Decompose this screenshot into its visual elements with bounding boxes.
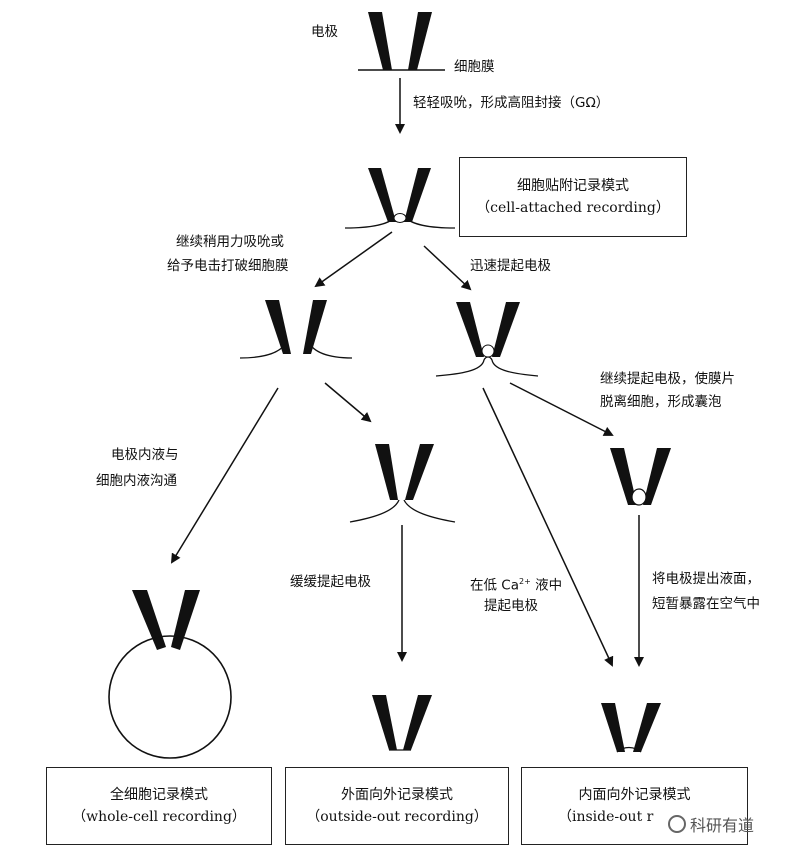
box-whole-cell: 全细胞记录模式 （whole-cell recording） — [46, 767, 272, 845]
label-slow-lift: 缓缓提起电极 — [290, 574, 371, 590]
electrode-outside-out — [372, 695, 432, 751]
label-low-calcium-2: 提起电极 — [484, 598, 538, 614]
arrow-to-whole-cell — [170, 387, 279, 564]
label-electrode: 电极 — [311, 24, 338, 40]
electrode-broken-membrane — [239, 300, 353, 359]
label-low-calcium: 在低 Ca2+ 液中 — [470, 577, 563, 594]
box-outside-out: 外面向外记录模式 （outside-out recording） — [285, 767, 509, 845]
label-gentle-suction: 轻轻吸吮，形成高阻封接（GΩ） — [413, 95, 610, 111]
whole-cell-title: 全细胞记录模式 — [110, 787, 208, 803]
electrode-vesicle — [610, 448, 671, 506]
label-break-2: 给予电击打破细胞膜 — [167, 258, 289, 274]
watermark-text: 科研有道 — [690, 816, 755, 835]
label-air-2: 短暂暴露在空气中 — [652, 596, 760, 612]
whole-cell-subtitle: （whole-cell recording） — [72, 809, 246, 825]
electrode-outside-out-forming — [349, 444, 456, 523]
cell-attached-subtitle: （cell-attached recording） — [476, 200, 670, 216]
label-fluid-1: 电极内液与 — [111, 447, 179, 463]
label-lift-fast: 迅速提起电极 — [470, 258, 551, 274]
watermark: 科研有道 — [668, 812, 754, 836]
wechat-icon — [668, 815, 686, 833]
box-inside-out: 内面向外记录模式 （inside-out r — [521, 767, 748, 845]
electrode-inside-out — [601, 703, 661, 753]
box-cell-attached: 细胞贴附记录模式 （cell-attached recording） — [459, 157, 687, 237]
whole-cell-figure — [108, 590, 232, 759]
label-continue-2: 脱离细胞，形成囊泡 — [600, 394, 722, 410]
label-break-1: 继续稍用力吸吮或 — [176, 234, 284, 250]
outside-out-title: 外面向外记录模式 — [341, 787, 453, 803]
label-cell-membrane: 细胞膜 — [454, 59, 495, 75]
electrode-excised — [435, 302, 539, 377]
arrow-lift-fast — [423, 245, 472, 291]
label-continue-1: 继续提起电极，使膜片 — [600, 371, 735, 387]
inside-out-title: 内面向外记录模式 — [578, 787, 691, 803]
arrow-to-outside-out-stage — [324, 382, 372, 423]
electrode-initial — [368, 12, 432, 70]
inside-out-subtitle: （inside-out r — [558, 809, 654, 825]
arrow-to-vesicle — [509, 382, 614, 436]
electrode-cell-attached — [344, 168, 456, 229]
outside-out-subtitle: （outside-out recording） — [306, 809, 488, 825]
arrow-break-membrane — [314, 231, 393, 288]
label-fluid-2: 细胞内液沟通 — [96, 473, 177, 489]
label-air-1: 将电极提出液面， — [652, 571, 760, 587]
cell-attached-title: 细胞贴附记录模式 — [517, 178, 629, 194]
arrow-lowca-to-inside-out — [482, 387, 614, 667]
